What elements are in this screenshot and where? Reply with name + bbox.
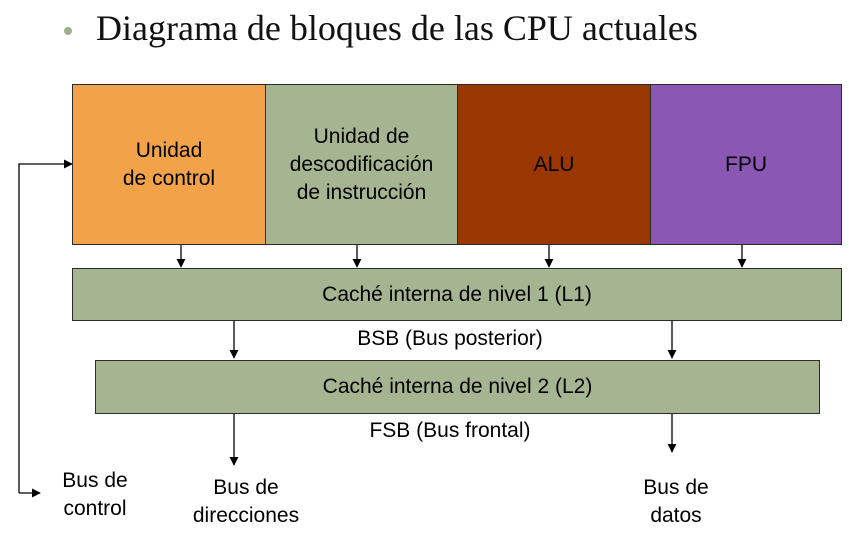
alu-block: ALU (457, 84, 651, 245)
control-unit-block: Unidad de control (72, 84, 266, 245)
cache-l1-block: Caché interna de nivel 1 (L1) (72, 268, 842, 321)
bus-data-label: Bus de datos (643, 476, 709, 527)
cache-l2-label: Caché interna de nivel 2 (L2) (322, 375, 593, 398)
bsb-label: BSB (Bus posterior) (357, 327, 543, 350)
cache-l1-label: Caché interna de nivel 1 (L1) (322, 282, 592, 306)
cache-l2-block: Caché interna de nivel 2 (L2) (95, 360, 820, 414)
bullet-icon (64, 27, 72, 35)
bus-control-label: Bus de control (62, 469, 128, 520)
arrow-control-bus-to-control (18, 159, 73, 493)
fsb-label: FSB (Bus frontal) (369, 419, 531, 442)
page-title: Diagrama de bloques de las CPU actuales (96, 8, 698, 48)
decode-unit-block: Unidad de descodificación de instrucción (265, 84, 458, 245)
title-row: Diagrama de bloques de las CPU actuales (64, 4, 698, 52)
bus-addresses-label: Bus de direcciones (192, 476, 300, 527)
fpu-label: FPU (725, 152, 767, 176)
decode-unit-label: Unidad de descodificación de instrucción (289, 124, 434, 204)
alu-label: ALU (533, 152, 575, 176)
fpu-block: FPU (650, 84, 842, 245)
control-unit-label: Unidad de control (122, 138, 216, 190)
